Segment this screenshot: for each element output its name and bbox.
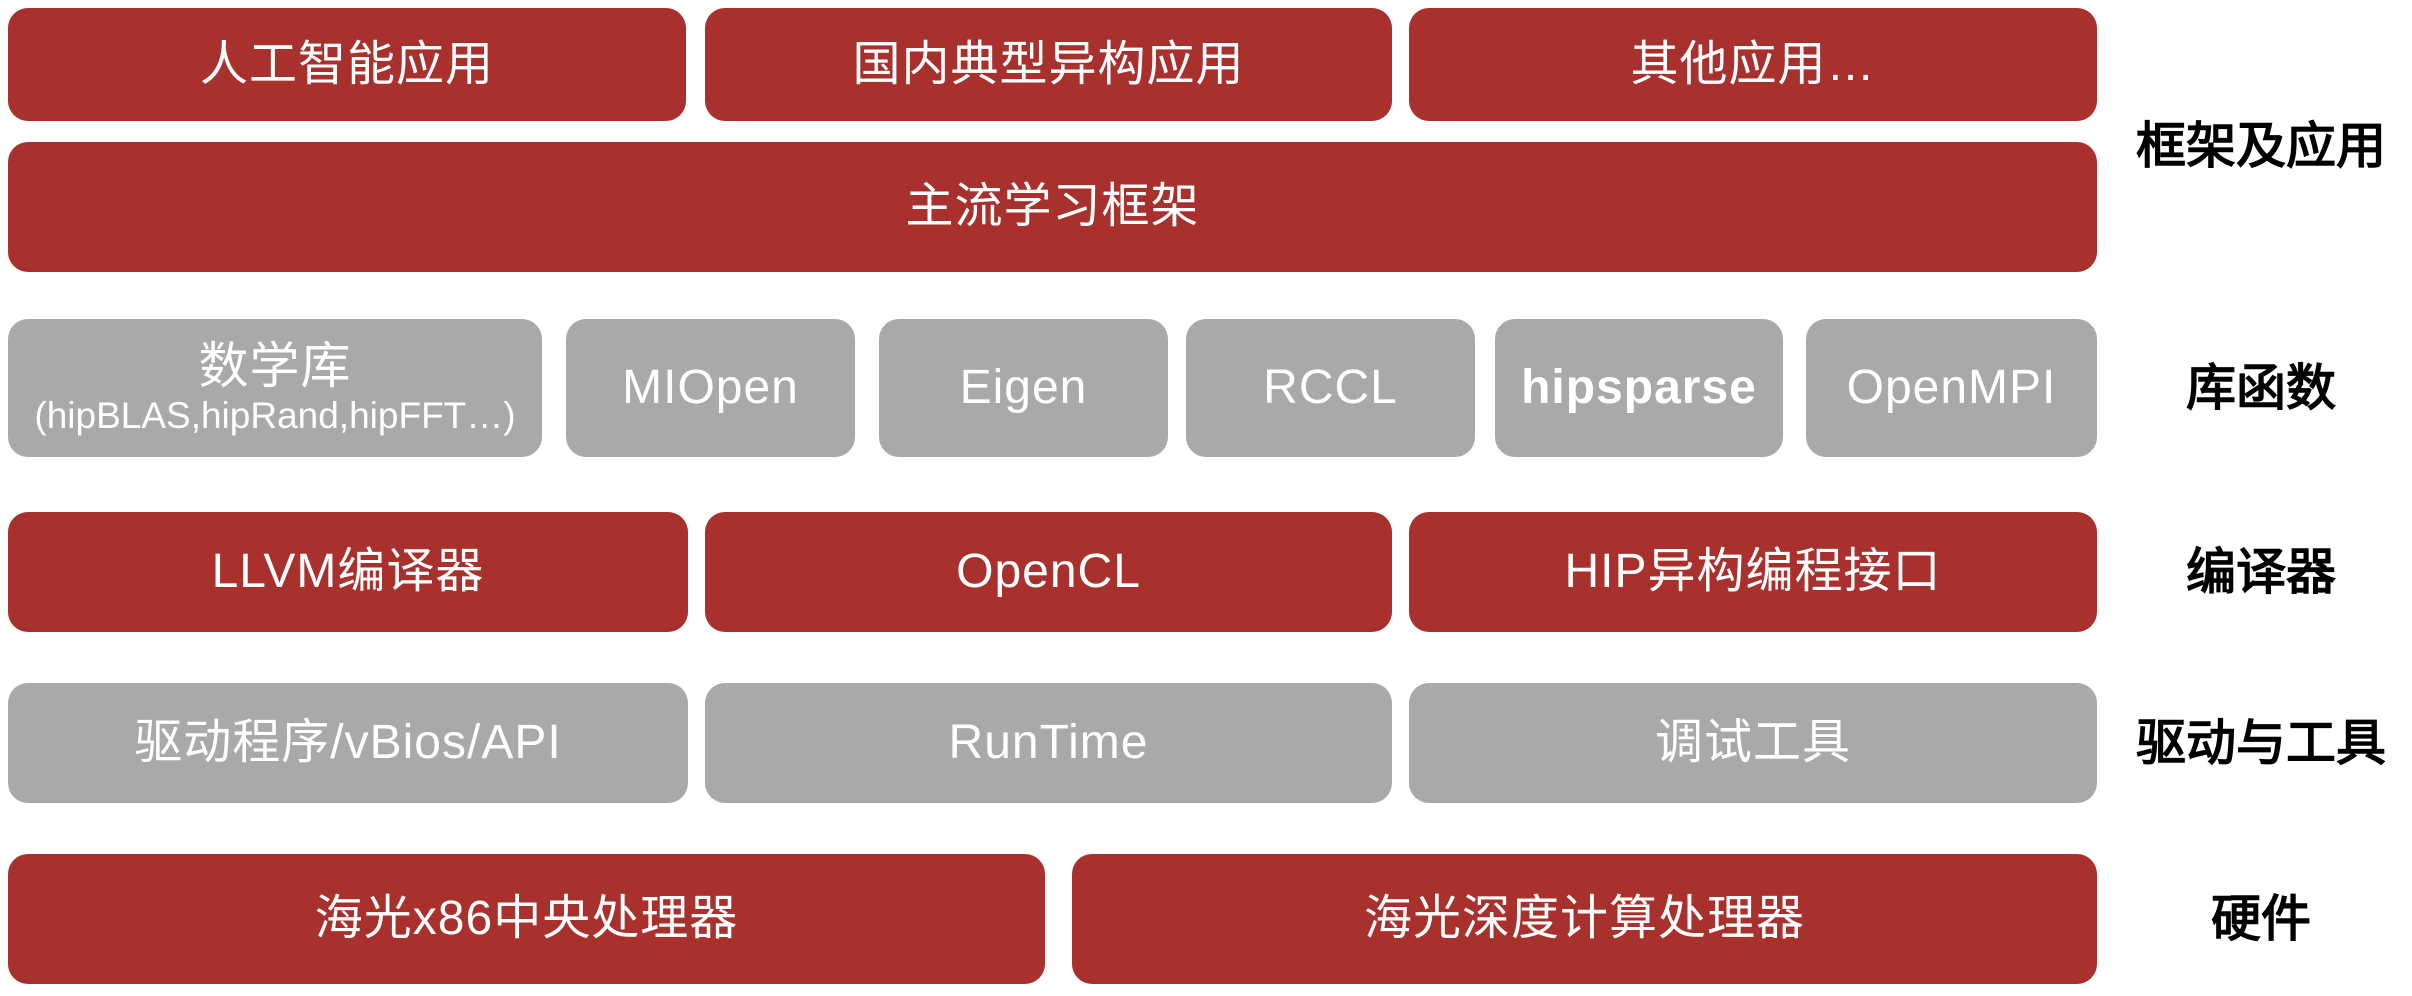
- box-label: 国内典型异构应用: [852, 37, 1245, 91]
- box-opencl: OpenCL: [705, 512, 1392, 632]
- box-debug-tools: 调试工具: [1409, 683, 2097, 803]
- layer-label-drivers-and-tools: 驱动与工具: [2136, 715, 2386, 771]
- layer-label-compilers: 编译器: [2186, 544, 2336, 600]
- box-label: hipsparse: [1521, 361, 1757, 415]
- box-other-applications: 其他应用…: [1409, 8, 2097, 121]
- box-label: 海光x86中央处理器: [314, 892, 739, 946]
- box-sublabel: (hipBLAS,hipRand,hipFFT…): [34, 395, 516, 437]
- box-label: 数学库: [198, 337, 352, 394]
- box-label: OpenCL: [956, 545, 1141, 599]
- box-label: LLVM编译器: [211, 545, 485, 599]
- box-mainstream-learning-frameworks: 主流学习框架: [8, 142, 2097, 272]
- box-miopen: MIOpen: [566, 319, 855, 457]
- box-ai-applications: 人工智能应用: [8, 8, 686, 121]
- box-hipsparse: hipsparse: [1495, 319, 1783, 457]
- box-openmpi: OpenMPI: [1806, 319, 2097, 457]
- box-label: RunTime: [948, 716, 1149, 770]
- box-label: OpenMPI: [1846, 361, 2057, 415]
- box-label: 海光深度计算处理器: [1363, 892, 1805, 946]
- box-label: 调试工具: [1654, 716, 1851, 770]
- box-label: 主流学习框架: [905, 180, 1200, 234]
- layer-label-frameworks-and-applications: 框架及应用: [2136, 118, 2386, 174]
- box-llvm-compiler: LLVM编译器: [8, 512, 688, 632]
- box-label: Eigen: [959, 361, 1088, 415]
- box-hygon-deep-computing-processor: 海光深度计算处理器: [1072, 854, 2097, 984]
- box-driver-vbios-api: 驱动程序/vBios/API: [8, 683, 688, 803]
- box-runtime: RunTime: [705, 683, 1392, 803]
- box-label: 驱动程序/vBios/API: [134, 716, 562, 770]
- layer-label-hardware: 硬件: [2211, 891, 2311, 947]
- box-rccl: RCCL: [1186, 319, 1475, 457]
- box-label: HIP异构编程接口: [1564, 545, 1942, 599]
- layer-label-library-functions: 库函数: [2186, 360, 2336, 416]
- box-label: 人工智能应用: [199, 37, 494, 91]
- box-label: MIOpen: [622, 361, 799, 415]
- box-math-libraries: 数学库 (hipBLAS,hipRand,hipFFT…): [8, 319, 542, 457]
- box-domestic-heterogeneous-applications: 国内典型异构应用: [705, 8, 1392, 121]
- box-eigen: Eigen: [879, 319, 1168, 457]
- box-label: RCCL: [1263, 361, 1398, 415]
- box-label: 其他应用…: [1630, 37, 1876, 91]
- box-hygon-x86-cpu: 海光x86中央处理器: [8, 854, 1045, 984]
- box-hip-heterogeneous-programming-interface: HIP异构编程接口: [1409, 512, 2097, 632]
